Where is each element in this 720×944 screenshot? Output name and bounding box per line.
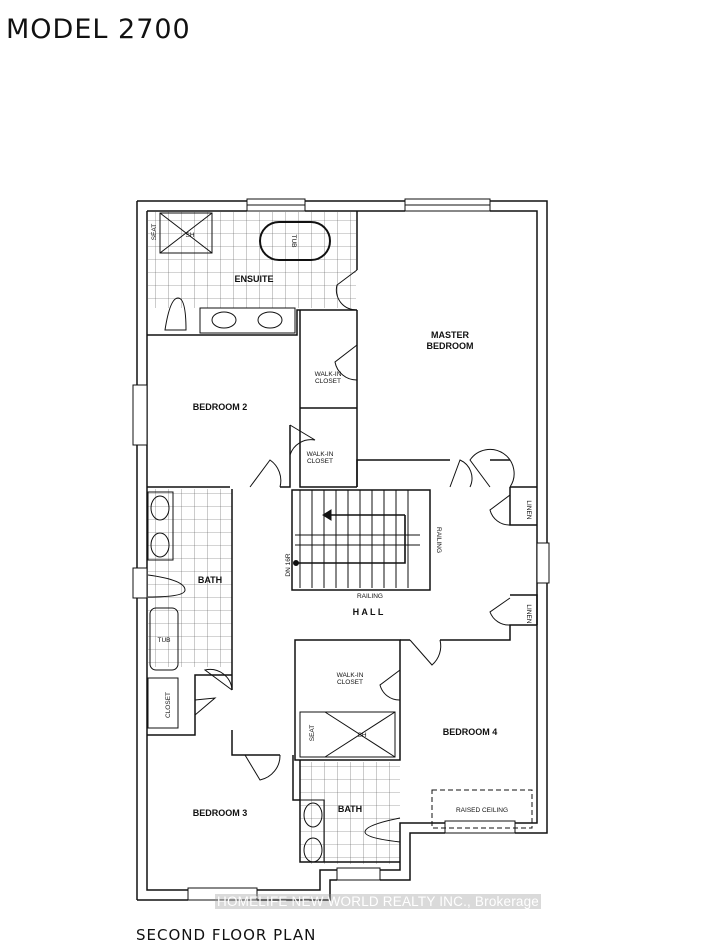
bedroom4-label: BEDROOM 4 (443, 727, 498, 737)
plan-subtitle: SECOND FLOOR PLAN (136, 926, 317, 944)
railing-label-bottom: RAILING (357, 593, 383, 600)
linen2-label: LINEN (525, 604, 532, 623)
master-bedroom-label-line2: BEDROOM (427, 341, 474, 351)
seat2-label: SEAT (309, 725, 316, 742)
walkin2-label-line2: CLOSET (307, 458, 333, 465)
raised-ceiling-label: RAISED CEILING (456, 807, 508, 814)
walkin3-label-line2: CLOSET (337, 679, 363, 686)
bedroom2-label: BEDROOM 2 (193, 402, 248, 412)
tub2-label: TUB (158, 637, 171, 644)
upper-bath-tiles (148, 489, 232, 667)
seat1-label: SEAT (151, 224, 158, 241)
walkin1-label-line2: CLOSET (315, 378, 341, 385)
plan-title: MODEL 2700 (6, 14, 191, 45)
door-swings (194, 269, 515, 781)
stairs-label: DN 16R (285, 553, 292, 576)
railing-label-side: RAILING (435, 527, 442, 553)
lower-bath-label: BATH (338, 804, 362, 814)
master-bedroom-label-line1: MASTER (431, 330, 470, 340)
exterior-walls (132, 198, 550, 901)
bedroom3-label: BEDROOM 3 (193, 808, 248, 818)
hall-label: H A L L (353, 607, 384, 617)
closet-label: CLOSET (165, 692, 172, 718)
tub1-label: TUB (290, 235, 297, 248)
interior-walls (147, 211, 538, 863)
linen1-label: LINEN (525, 500, 532, 519)
upper-bath-label: BATH (198, 575, 222, 585)
ensuite-tiles (148, 212, 356, 308)
walkin3-label-line1: WALK-IN (337, 672, 364, 679)
shower2-label: SH (357, 732, 366, 739)
watermark: HOMELIFE NEW WORLD REALTY INC., Brokerag… (215, 894, 542, 909)
fixtures (147, 212, 533, 863)
staircase (293, 490, 420, 588)
walkin2-label-line1: WALK-IN (307, 451, 334, 458)
walkin1-label-line1: WALK-IN (315, 371, 342, 378)
ensuite-label: ENSUITE (234, 274, 273, 284)
lower-bath-tiles (300, 762, 400, 864)
shower1-label: SH (185, 232, 194, 239)
